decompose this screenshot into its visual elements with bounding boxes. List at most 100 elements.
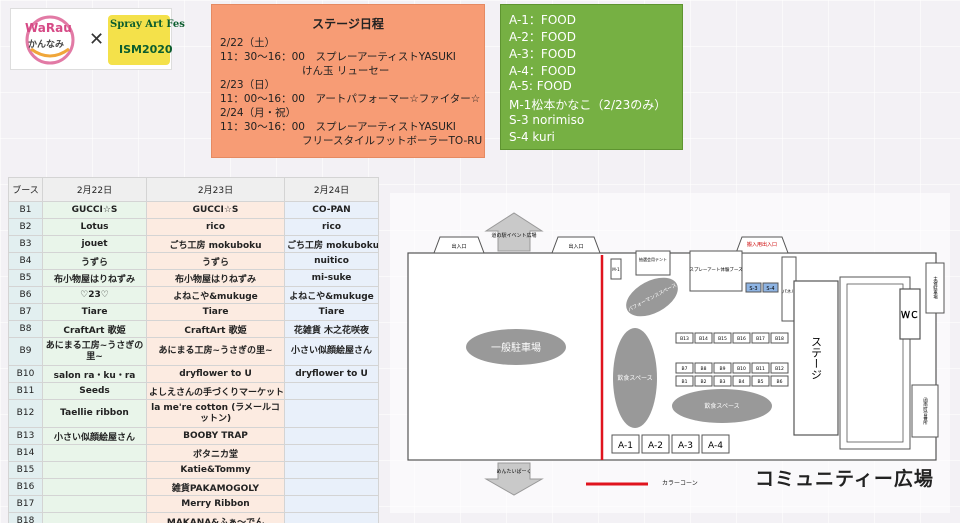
lottery-tent [635,250,671,276]
map-booth-box [770,362,789,374]
map-a-booth-label: A-4 [708,441,723,451]
logo-waraku-text: WaRau [25,21,72,35]
entrance-mid-label: 出入口 [568,243,583,250]
map-booth-label: B11 [756,366,765,372]
booth-s4 [762,282,779,293]
stage-line: けん玉 リューセー [302,65,390,77]
booth-name-cell: ♡23♡ [42,286,147,304]
entrance-left-label: 出入口 [451,243,466,250]
booth-name-cell [42,444,147,462]
map-booth-label: B12 [775,366,784,372]
booth-name-cell: 布小物屋はりねずみ [42,269,147,287]
map-a-booth-label: A-3 [678,441,693,451]
col-header-feb22: 2月22日 [42,177,147,202]
booth-name-cell: あにまる工房~うさぎの里~ [146,337,285,366]
food-item: A-5: FOOD [509,79,572,93]
booth-s3-label: S-3 [749,286,757,292]
down-arrow-icon [484,462,544,496]
map-booth-box [713,362,732,374]
map-booth-label: B18 [775,336,784,342]
cone-legend-label: カラーコーン [662,480,698,487]
lottery-tent-label: 抽選会用テント [639,256,667,262]
map-booth-box [675,362,694,374]
map-booth-label: B10 [737,366,746,372]
booth-name-cell: Tiare [284,303,379,321]
kannami-counter-box [911,384,939,438]
map-booth-box [694,375,713,387]
stage-enclosure [839,276,911,450]
booth-name-cell [284,512,379,523]
spray-art-booth-label: スプレーアート体験ブース [689,266,743,273]
eating-space-left [613,328,657,428]
map-a-booth-box [641,434,670,454]
booth-id-cell: B9 [8,337,43,366]
booth-name-cell: Lotus [42,218,147,236]
booth-id-cell: B1 [8,201,43,219]
staff-parking-box [925,262,945,314]
booth-name-cell [284,382,379,400]
map-booth-label: B2 [701,379,707,385]
booth-name-cell: 花雑貨 木之花咲夜 [284,320,379,338]
map-booth-label: B6 [777,379,783,385]
map-a-booth-box [671,434,700,454]
booth-name-cell: よしえさんの手づくりマーケット [146,382,285,400]
booth-name-cell [284,478,379,496]
booth-name-cell: Seeds [42,382,147,400]
map-a-booth-label: A-2 [648,441,663,451]
food-item: A-3：FOOD [509,47,576,61]
map-booth-label: B15 [718,336,727,342]
venue-map: 出入口 出入口 搬入用出入口 道の駅イベント広場 めんたいぱーく 一般駐車場 M… [407,212,945,496]
booth-name-cell: 小さい似顔絵屋さん [42,427,147,445]
stage-line: 2/22（土） [220,37,276,49]
parking-area [466,329,566,365]
booth-s3 [745,282,762,293]
booth-name-cell: GUCCI☆S [146,201,285,219]
booth-id-cell: B10 [8,365,43,383]
map-booth-label: B17 [756,336,765,342]
booth-name-cell: Katie&Tommy [146,461,285,479]
waraku-logo-icon [25,15,75,65]
booth-name-cell: rico [284,218,379,236]
map-booth-label: B7 [682,366,688,372]
booth-name-cell: うずら [42,252,147,270]
map-booth-box [694,332,713,344]
booth-id-cell: B5 [8,269,43,287]
map-booth-label: B16 [737,336,746,342]
logo-times-sign: ✕ [89,29,105,50]
panel-label: パネル [782,289,796,295]
map-booth-label: B1 [682,379,688,385]
map-booth-label: B9 [720,366,726,372]
stage-line: 11：30～16：00 スプレーアーティストYASUKI [220,51,456,63]
map-booth-box [675,375,694,387]
stage-line: 2/24（月・祝） [220,107,297,119]
booth-m1 [610,258,622,280]
staff-parking-label: 主催駐車場 [933,276,938,301]
logo-fes-line1: Spray Art Fes [110,19,185,30]
map-booth-box [713,332,732,344]
map-a-booth-box [611,434,640,454]
stage-area [793,280,839,436]
booth-name-cell: Tiare [42,303,147,321]
booth-id-cell: B3 [8,235,43,253]
food-item: A-1：FOOD [509,13,576,27]
map-a-booth-label: A-1 [618,441,633,451]
booth-name-cell: jouet [42,235,147,253]
food-item: S-3 norimiso [509,113,585,127]
booth-name-cell [284,495,379,513]
map-booth-label: B4 [739,379,745,385]
entrance-right-gate [735,236,789,254]
col-header-feb23: 2月23日 [146,177,285,202]
map-booth-box [751,362,770,374]
map-booth-label: B3 [720,379,726,385]
stage-line: 11：00～16：00 アートパフォーマー☆ファイター☆ [220,93,481,105]
road-bottom-label: めんたいぱーく [496,468,531,475]
booth-id-cell: B6 [8,286,43,304]
booth-name-cell [284,427,379,445]
booth-name-cell: mi-suke [284,269,379,287]
stage-enclosure-inner [846,283,904,443]
